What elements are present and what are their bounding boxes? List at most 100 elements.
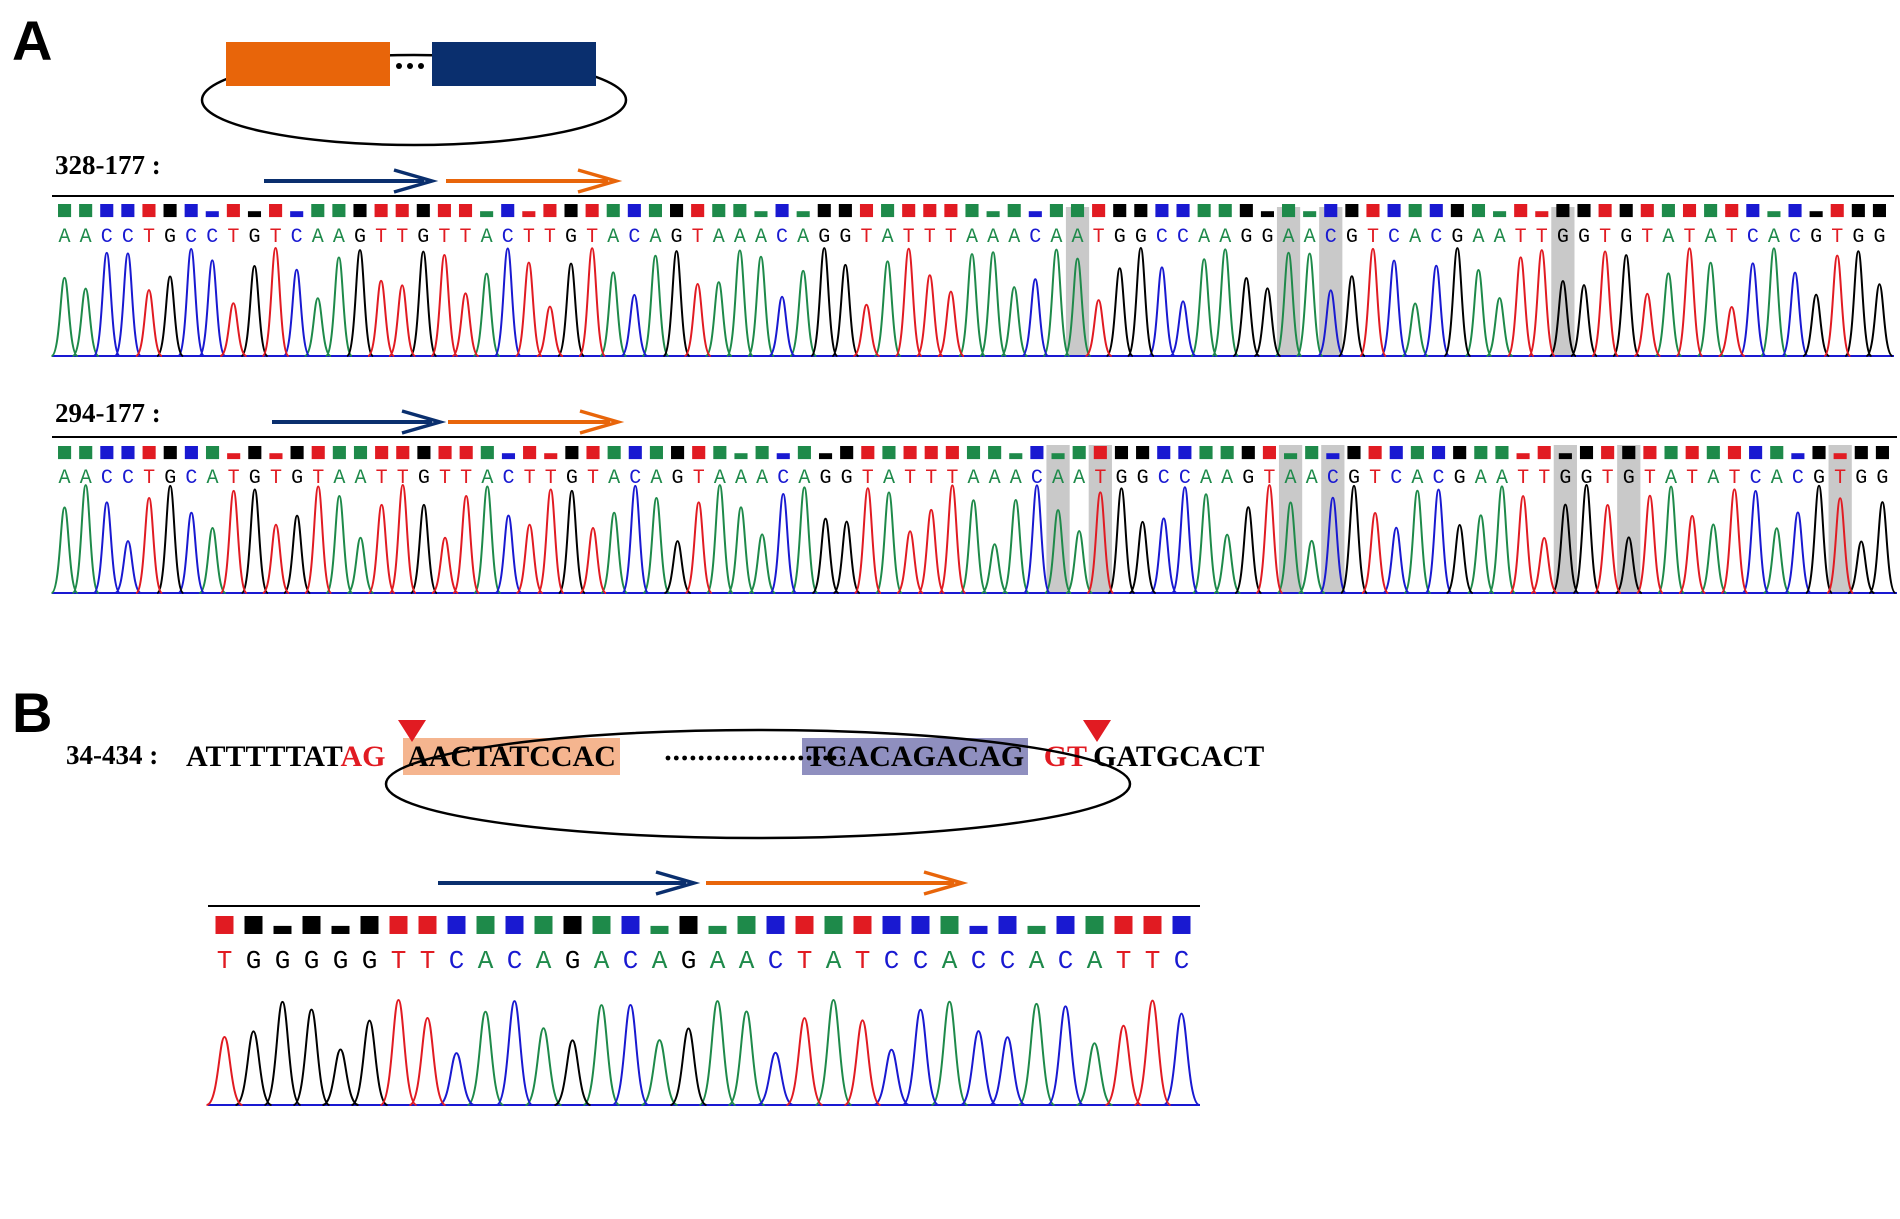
trace-2-quality-38 [861, 446, 875, 460]
trace-1-base-11: C [291, 226, 303, 249]
trace-1-quality-83 [1809, 211, 1823, 218]
trace-1-quality-85 [1851, 204, 1865, 218]
trace-2-quality-6 [184, 446, 198, 460]
trace-2-base-69: T [1517, 467, 1529, 490]
trace-1-base-82: C [1789, 226, 1801, 249]
trace-1-base-50: G [1114, 226, 1126, 249]
trace-2-base-23: T [545, 467, 557, 490]
trace-2-quality-17 [417, 446, 431, 460]
trace-1-quality-77 [1682, 204, 1697, 218]
trace-2-base-34: C [777, 467, 789, 490]
trace-2-quality-27 [628, 446, 642, 460]
panel-b-trace-quality-26 [969, 925, 988, 934]
panel-b-trace-base-20: T [797, 946, 813, 976]
trace-2-base-28: A [650, 467, 662, 490]
trace-2-base-37: G [841, 467, 853, 490]
trace-1-quality-69 [1514, 204, 1528, 218]
panel-b-junction-dot-1 [673, 755, 679, 761]
trace-2-peaks-G [156, 484, 1897, 594]
trace-2-base-41: T [925, 467, 937, 490]
panel-b-trace-quality-12 [563, 916, 582, 934]
panel-b-letter: B [12, 681, 53, 744]
trace-2-base-47: A [1052, 467, 1064, 490]
trace-1-base-73: T [1599, 226, 1611, 249]
trace-2-base-85: G [1855, 467, 1867, 490]
panel-b-junction-dot-13 [773, 755, 779, 761]
trace-1-quality-3 [121, 204, 135, 218]
trace-1-quality-0 [58, 204, 72, 218]
trace-2-quality-78 [1706, 446, 1720, 460]
trace-2-quality-64 [1410, 446, 1424, 460]
trace-1-quality-20 [480, 211, 494, 218]
panel-b-junction-dot-14 [781, 755, 787, 761]
trace-1-quality-16 [395, 204, 409, 218]
trace-2-quality-44 [988, 446, 1002, 460]
trace-2-quality-53 [1178, 446, 1192, 460]
trace-1-quality-73 [1598, 204, 1612, 218]
trace-2-base-15: T [376, 467, 388, 490]
trace-1-quality-47 [1049, 204, 1063, 218]
trace-1-quality-7 [205, 211, 219, 218]
panel-b-trace-base-6: T [391, 946, 407, 976]
trace-2-quality-23 [544, 453, 558, 460]
trace-1-base-51: G [1135, 226, 1147, 249]
panel-b-trace-quality-14 [621, 916, 640, 934]
trace-1-quality-82 [1788, 204, 1802, 218]
trace-2-base-45: A [1010, 467, 1022, 490]
trace-2-base-21: C [502, 467, 514, 490]
trace-2-quality-68 [1495, 446, 1509, 460]
trace-2-base-33: A [756, 467, 768, 490]
trace-1-base-49: T [1093, 226, 1105, 249]
trace-2-quality-45 [1009, 453, 1023, 460]
trace-2-quality-65 [1431, 446, 1446, 460]
trace-2-quality-15 [375, 446, 389, 460]
trace-2-base-30: T [693, 467, 705, 490]
trace-1-base-14: G [354, 226, 366, 249]
trace-1-base-52: C [1156, 226, 1168, 249]
trace-2-quality-20 [480, 446, 494, 460]
trace-2-quality-80 [1749, 446, 1763, 460]
trace-2-quality-41 [924, 446, 938, 460]
trace-2-quality-54 [1199, 446, 1213, 460]
left-flank: ATTTTTAT [186, 740, 341, 773]
trace-1-quality-39 [881, 204, 895, 218]
trace-2-quality-59 [1305, 446, 1319, 460]
trace-1-base-76: A [1662, 226, 1674, 249]
splice-acceptor-ag: AG [340, 740, 386, 773]
trace-2-quality-86 [1875, 446, 1889, 460]
trace-1-quality-31 [712, 204, 726, 218]
panel-b-trace-quality-6 [389, 916, 408, 934]
trace-1-quality-41 [923, 204, 937, 218]
trace-2-base-74: G [1623, 467, 1635, 490]
trace-1-base-0: A [59, 226, 71, 249]
panel-b-trace-quality-13 [592, 916, 611, 934]
trace-1-quality-49 [1092, 204, 1106, 218]
trace-1-base-20: A [481, 226, 493, 249]
trace-2-quality-8 [227, 453, 241, 460]
trace-1-quality-1 [79, 204, 93, 218]
trace-2-quality-1 [79, 446, 93, 460]
trace-2-quality-60 [1326, 453, 1340, 460]
trace-2-base-58: A [1285, 467, 1297, 490]
trace-2-base-29: G [672, 467, 684, 490]
trace-1-quality-76 [1661, 204, 1675, 218]
trace-2-base-51: G [1137, 467, 1149, 490]
trace-1-base-71: G [1557, 226, 1569, 249]
trace-1-quality-23 [543, 204, 557, 218]
trace-1-base-45: A [1008, 226, 1020, 249]
trace-2-base-66: G [1454, 467, 1466, 490]
trace-2-base-80: C [1750, 467, 1762, 490]
panel-b-trace-base-15: A [652, 946, 668, 976]
trace-2-quality-51 [1136, 446, 1150, 460]
trace-1-base-41: T [924, 226, 936, 249]
trace-2-quality-52 [1157, 446, 1171, 460]
panel-b-trace-peaks-A [466, 999, 1113, 1106]
trace-1-base-84: T [1831, 226, 1843, 249]
trace-1-quality-62 [1366, 204, 1380, 218]
trace-2-base-79: T [1728, 467, 1740, 490]
trace-2-quality-66 [1453, 446, 1467, 460]
trace-1-base-12: A [312, 226, 324, 249]
panel-b-junction-dot-12 [765, 755, 770, 761]
panel-b-junction-dot-20 [831, 755, 837, 761]
trace-1-quality-59 [1303, 211, 1317, 218]
